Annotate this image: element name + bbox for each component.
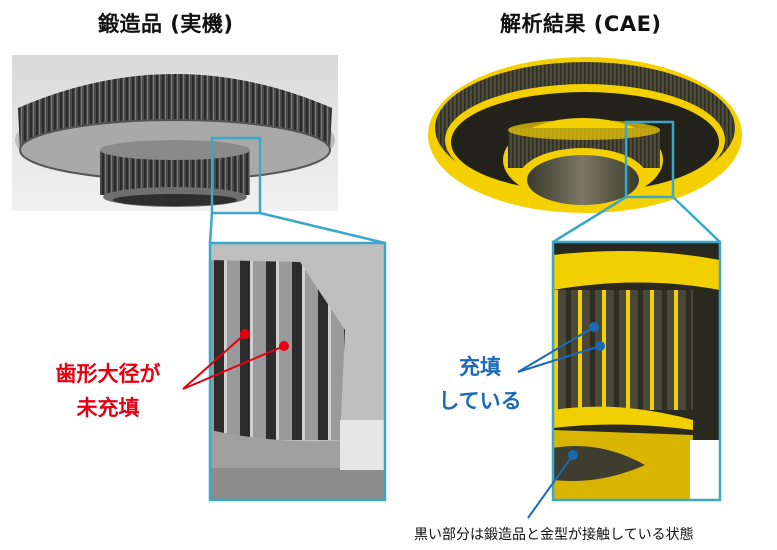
- red-pointer-lines: [182, 329, 289, 390]
- cae-gear-render: [428, 57, 742, 213]
- left-title: 鍛造品 (実機): [98, 12, 234, 36]
- left-closeup-image: [208, 241, 387, 502]
- unfilled-annotation-line1: 歯形大径が: [55, 362, 161, 386]
- unfilled-annotation: 歯形大径が 未充填: [38, 357, 178, 425]
- filled-annotation-line2: している: [438, 389, 522, 413]
- blue-pointer-lines: [517, 322, 605, 519]
- unfilled-annotation-line2: 未充填: [76, 396, 140, 420]
- contact-caption: 黒い部分は鍛造品と金型が接触している状態: [414, 527, 694, 543]
- filled-annotation-line1: 充填: [459, 355, 501, 379]
- forged-gear-photo: [12, 55, 338, 211]
- filled-annotation: 充填 している: [430, 350, 530, 418]
- right-title: 解析結果 (CAE): [500, 12, 662, 36]
- left-zoom-callout: [208, 136, 386, 245]
- right-closeup-image: [551, 240, 722, 502]
- right-zoom-callout: [552, 120, 721, 244]
